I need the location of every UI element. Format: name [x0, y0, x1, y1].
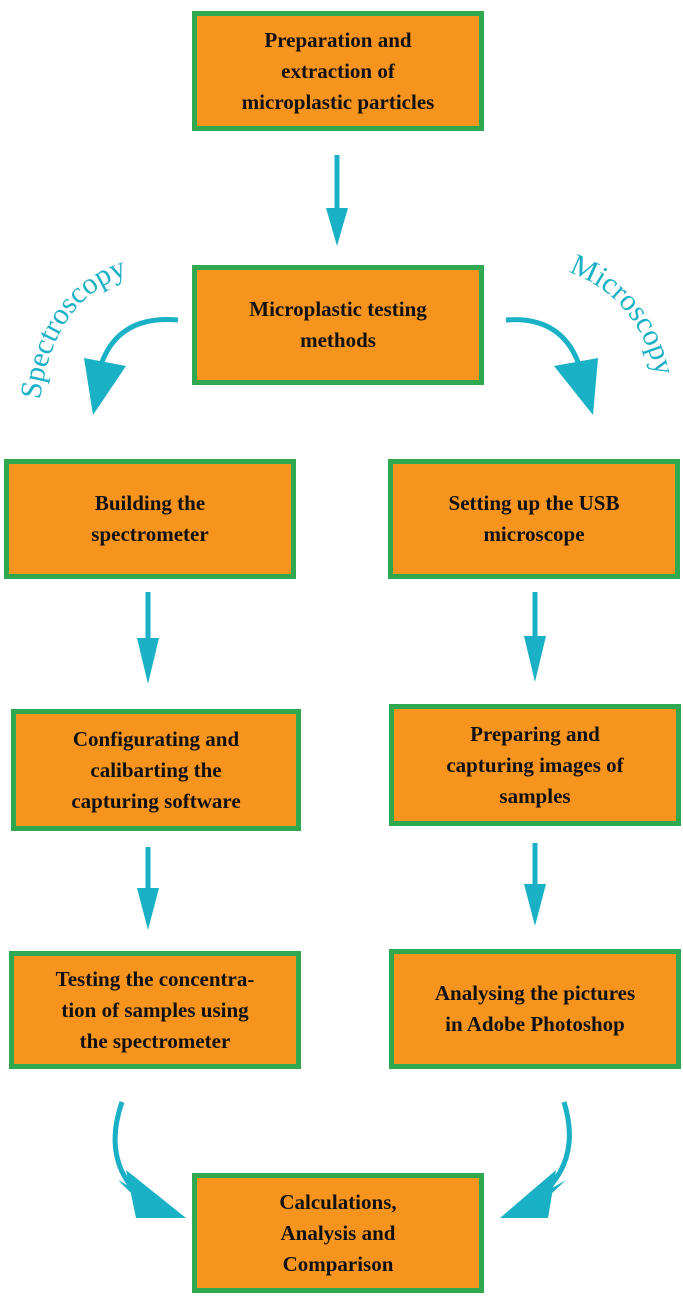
node-building-spectrometer: Building the spectrometer — [4, 459, 296, 579]
arrow-methods-to-setting — [505, 317, 598, 415]
arrow-analysing-to-calculations — [500, 1101, 572, 1218]
node-preparing-images: Preparing and capturing images of sample… — [389, 704, 681, 826]
node-analysing-pictures: Analysing the pictures in Adobe Photosho… — [389, 949, 681, 1069]
arrow-setting-to-preparing — [524, 592, 546, 682]
node-testing-concentration: Testing the concentra- tion of samples u… — [9, 951, 301, 1069]
node-setting-up-microscope: Setting up the USB microscope — [388, 459, 680, 579]
node-testing-methods: Microplastic testing methods — [192, 265, 484, 385]
arrow-testing-to-calculations — [112, 1101, 186, 1218]
arrow-preparation-to-methods — [326, 155, 348, 246]
arrow-building-to-configurating — [137, 592, 159, 684]
label-microscopy: Microscopy — [565, 248, 681, 378]
arrow-preparing-to-analysing — [524, 843, 546, 926]
node-preparation: Preparation and extraction of microplast… — [192, 11, 484, 131]
arrow-methods-to-building — [84, 317, 179, 415]
node-calculations: Calculations, Analysis and Comparison — [192, 1173, 484, 1293]
node-configurating-software: Configurating and calibarting the captur… — [11, 709, 301, 831]
arrow-configurating-to-testing — [137, 847, 159, 930]
